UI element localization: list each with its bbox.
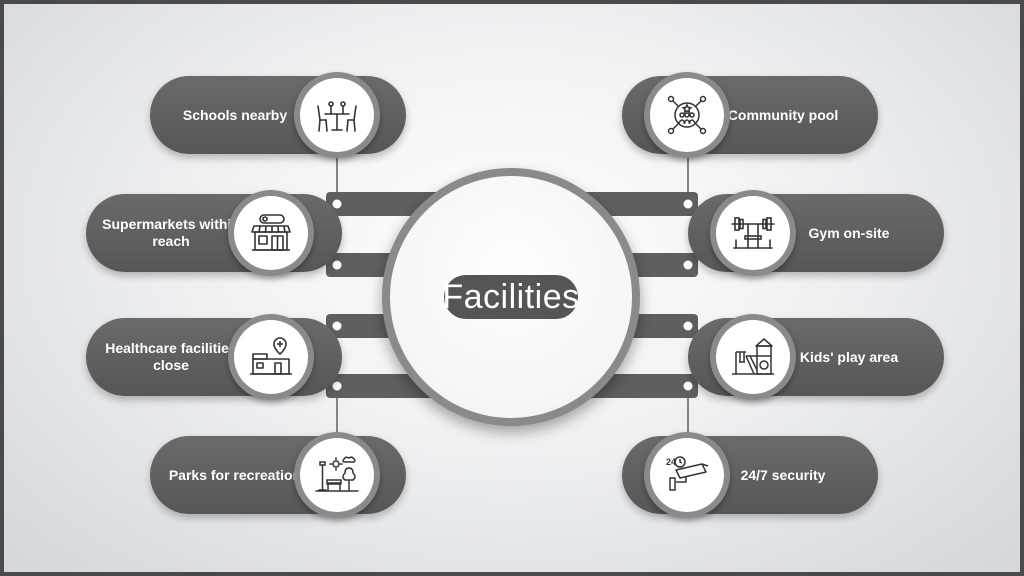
feature-label: Supermarkets within reach (102, 216, 240, 249)
connector-dot (329, 257, 345, 273)
feature-label: Parks for recreation (168, 466, 302, 483)
park-icon (315, 456, 359, 492)
center-title: Facilities (442, 275, 579, 319)
feature-icon-circle (228, 314, 314, 400)
hospital-icon (250, 337, 292, 375)
center-hub-inner: Facilities (390, 176, 632, 418)
barbell-rack-icon (731, 217, 775, 249)
feature-label: Gym on-site (808, 224, 890, 241)
center-hub: Facilities (382, 168, 640, 426)
feature-icon-circle (228, 190, 314, 276)
feature-icon-circle (710, 314, 796, 400)
community-network-icon (667, 95, 707, 135)
storefront-icon (251, 214, 291, 251)
feature-label: Kids' play area (799, 348, 899, 365)
dining-table-icon (317, 101, 357, 132)
playground-icon (732, 338, 774, 375)
connector-dot (329, 318, 345, 334)
connector-dot (680, 196, 696, 212)
connector-dot (680, 318, 696, 334)
feature-icon-circle (710, 190, 796, 276)
feature-icon-circle (294, 72, 380, 158)
connector-dot (329, 196, 345, 212)
svg-text:24: 24 (666, 457, 676, 467)
connector-dot (680, 378, 696, 394)
feature-label: Healthcare facilities close (105, 340, 237, 373)
connector-dot (680, 257, 696, 273)
feature-label: Schools nearby (182, 106, 288, 123)
feature-icon-circle (644, 72, 730, 158)
feature-icon-circle: 24 (644, 432, 730, 518)
connector-dot (329, 378, 345, 394)
feature-label: Community pool (727, 106, 839, 123)
feature-icon-circle (294, 432, 380, 518)
feature-label: 24/7 security (740, 466, 826, 483)
security-camera-icon: 24 (666, 456, 709, 491)
